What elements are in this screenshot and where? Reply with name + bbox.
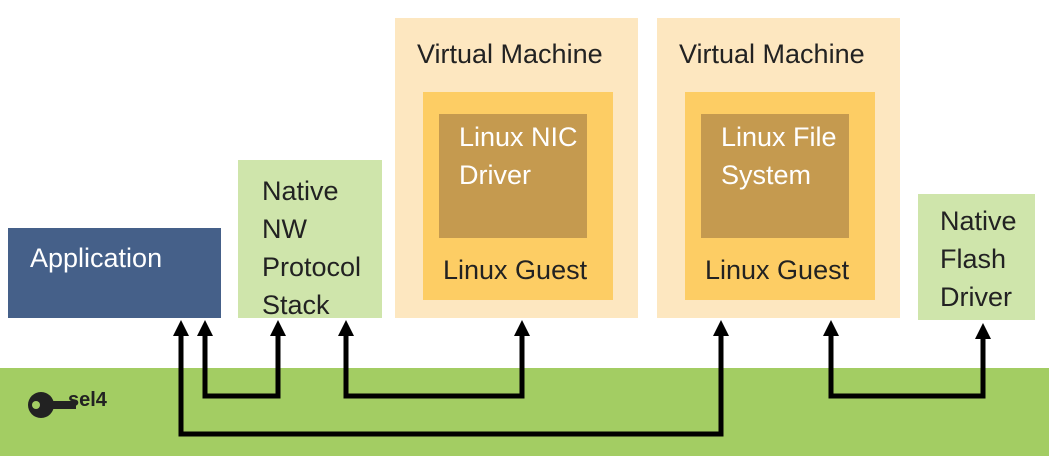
linux-file-system-label: Linux File System (721, 122, 837, 190)
vm2-title: Virtual Machine (679, 39, 865, 69)
arrowhead-icon (270, 320, 286, 336)
application-label: Application (30, 243, 163, 273)
virtual-machine-1: Virtual Machine Linux NIC Driver Linux G… (395, 18, 638, 318)
arrowhead-icon (173, 320, 189, 336)
arrowhead-icon (713, 320, 729, 336)
arrowhead-icon (823, 320, 839, 336)
vm1-guest-label: Linux Guest (443, 255, 588, 285)
arrowhead-icon (338, 320, 354, 336)
arrowhead-icon (975, 323, 991, 339)
sel4-logo-text: sel4 (68, 389, 108, 411)
key-icon (28, 392, 76, 418)
connector-app-to-nw-stack (202, 327, 281, 399)
linux-nic-driver-label: Linux NIC Driver (459, 122, 578, 190)
native-nw-protocol-stack-label: Native NW Protocol Stack (262, 176, 362, 320)
application-block: Application (8, 228, 221, 318)
sel4-logo: sel4 (28, 389, 108, 418)
connector-nw-stack-to-vm1 (343, 327, 525, 399)
connector-vm2-to-flash-driver (828, 327, 986, 399)
linux-file-system-block: Linux File System (701, 114, 849, 238)
arrowhead-icon (197, 320, 213, 336)
connector-app-to-vm2 (178, 327, 724, 437)
vm2-guest-label: Linux Guest (705, 255, 850, 285)
linux-nic-driver-block: Linux NIC Driver (439, 114, 587, 238)
native-nw-protocol-stack-block: Native NW Protocol Stack (238, 160, 382, 320)
native-flash-driver-label: Native Flash Driver (940, 206, 1017, 312)
vm1-title: Virtual Machine (417, 39, 603, 69)
vm2-linux-guest: Linux File System Linux Guest (685, 92, 875, 300)
arrowhead-icon (514, 320, 530, 336)
native-flash-driver-block: Native Flash Driver (918, 194, 1035, 320)
virtual-machine-2: Virtual Machine Linux File System Linux … (657, 18, 900, 318)
vm1-linux-guest: Linux NIC Driver Linux Guest (423, 92, 613, 300)
